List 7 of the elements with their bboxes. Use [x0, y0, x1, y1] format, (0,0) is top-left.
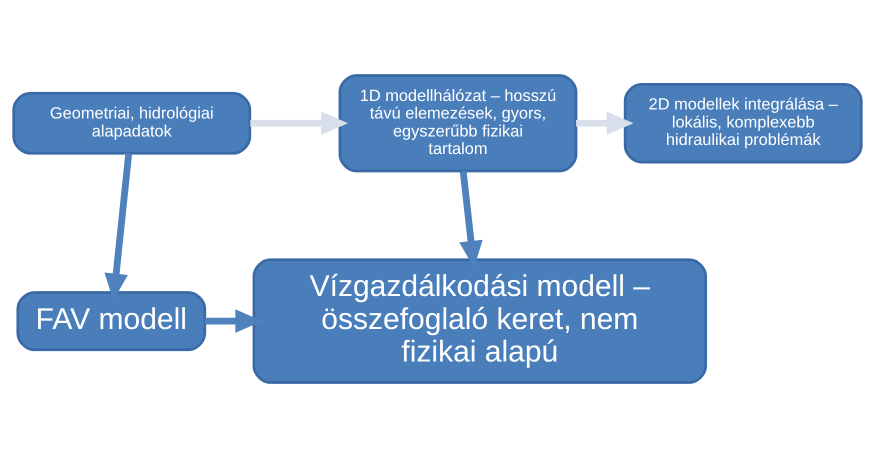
node-box: FAV modell	[16, 290, 206, 351]
node-box: 2D modellek integrálása – lokális, komplexebb hidraulikai problémák	[624, 82, 863, 163]
node-box: 1D modellhálózat – hosszú távú elemezések, gyors, egyszerűbb fizikai tartalom	[338, 74, 578, 172]
node-box: Vízgazdálkodási modell – összefoglaló keret, nem fizikai alapú	[252, 258, 708, 384]
arrow	[576, 110, 634, 134]
node-box: Geometriai, hidrológiai alapadatok	[12, 91, 252, 154]
arrow	[250, 110, 348, 134]
